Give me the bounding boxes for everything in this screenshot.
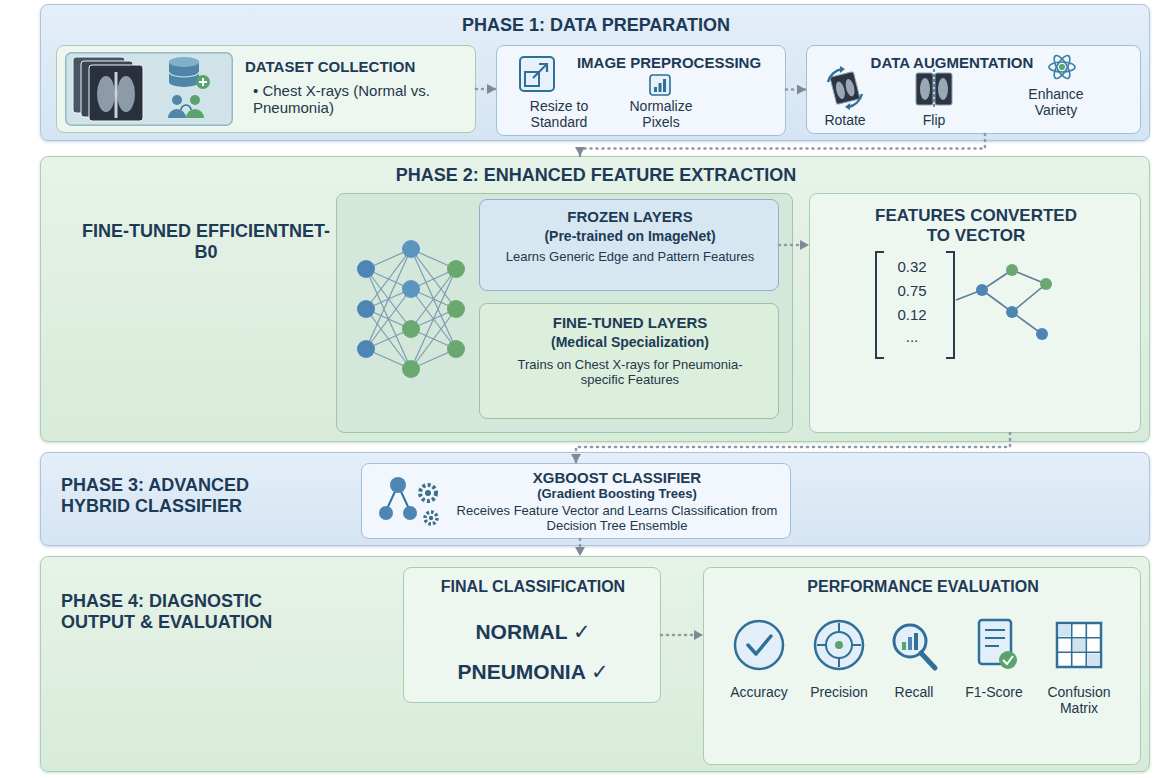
process-box: DATASET COLLECTION • Chest X-rays (Normal… (56, 45, 476, 133)
box-text: ... (882, 328, 942, 345)
connector-arrow (779, 244, 809, 247)
phase-band: PHASE 4: DIAGNOSTIC OUTPUT & EVALUATION F… (40, 556, 1150, 772)
atom-icon (1047, 52, 1077, 82)
box-text: 0.12 (882, 306, 942, 323)
process-box: IMAGE PREPROCESSING Resize to StandardNor… (496, 45, 786, 136)
box-text: Resize to Standard (503, 98, 615, 130)
box-text: Learns Generic Edge and Pattern Features (490, 250, 770, 265)
box-heading: DATASET COLLECTION (245, 58, 467, 75)
box-heading: IMAGE PREPROCESSING (563, 54, 775, 71)
box-heading: PERFORMANCE EVALUATION (714, 578, 1132, 596)
phase-band: PHASE 3: ADVANCED HYBRID CLASSIFIER XGBO… (40, 452, 1150, 546)
box-text: Accuracy (717, 684, 801, 700)
connector-arrow (580, 134, 985, 156)
normalize-icon (649, 74, 671, 96)
dataset-illustration (65, 52, 233, 126)
box-heading: PHASE 4: DIAGNOSTIC OUTPUT & EVALUATION (61, 591, 301, 632)
box-text: F1-Score (952, 684, 1036, 700)
box-text: NORMAL ✓ (412, 620, 654, 644)
connector-arrow (786, 88, 806, 91)
box-text: FINE-TUNED EFFICIENTNET-B0 (81, 221, 331, 262)
box-text: 0.75 (882, 282, 942, 299)
box-heading: FINAL CLASSIFICATION (412, 578, 654, 596)
feature-vector-box: FEATURES CONVERTED TO VECTOR 0.32 0.75 0.12… (809, 193, 1141, 433)
resize-icon (519, 56, 555, 92)
box-text: Normalize Pixels (615, 98, 707, 130)
flip-icon (913, 68, 955, 110)
box-text: Enhance Variety (1011, 86, 1101, 118)
box-heading: DATA AUGMENTATION (862, 54, 1042, 71)
box-heading: XGBOOST CLASSIFIER (454, 469, 780, 486)
neural-network-icon (351, 219, 471, 399)
box-text: 0.32 (882, 258, 942, 275)
box-text: Recall (872, 684, 956, 700)
box-heading: FEATURES CONVERTED TO VECTOR (866, 206, 1086, 245)
box-text: (Pre-trained on ImageNet) (490, 228, 770, 244)
connector-arrow (576, 433, 1010, 463)
metric-icons (713, 614, 1133, 676)
phase-band: PHASE 1: DATA PREPARATION DATASET COLLEC… (40, 4, 1150, 141)
box-heading: PHASE 1: DATA PREPARATION (41, 15, 1151, 36)
box-text: Receives Feature Vector and Learns Class… (454, 504, 780, 534)
connector-arrow (476, 88, 496, 91)
box-heading: FROZEN LAYERS (490, 208, 770, 225)
box-text: Trains on Chest X-rays for Pneumonia-spe… (500, 358, 760, 388)
rotate-icon (823, 66, 867, 110)
box-heading: PHASE 2: ENHANCED FEATURE EXTRACTION (41, 165, 1151, 186)
classifier-box: XGBOOST CLASSIFIER(Gradient Boosting Tre… (361, 463, 791, 539)
box-text: (Medical Specialization) (490, 334, 770, 350)
box-text: Rotate (807, 112, 883, 128)
layer-box: FROZEN LAYERS (Pre-trained on ImageNet) Le… (479, 199, 779, 291)
box-text: PNEUMONIA ✓ (412, 660, 654, 684)
box-text: (Gradient Boosting Trees) (454, 487, 780, 502)
tree-ensemble-icon (376, 473, 444, 531)
connector-arrow (661, 634, 703, 637)
box-heading: FINE-TUNED LAYERS (490, 314, 770, 331)
box-text: Confusion Matrix (1037, 684, 1121, 716)
metrics-box: PERFORMANCE EVALUATION AccuracyPrecisionR… (703, 567, 1141, 765)
layer-box: FINE-TUNED LAYERS (Medical Specialization… (479, 303, 779, 419)
box-text: • Chest X-rays (Normal vs. Pneumonia) (253, 82, 438, 117)
output-box: FINAL CLASSIFICATION NORMAL ✓ PNEUMONIA ✓ (403, 567, 661, 703)
phase-band: PHASE 2: ENHANCED FEATURE EXTRACTION FINE… (40, 156, 1150, 442)
box-text: Precision (797, 684, 881, 700)
connector-arrow (579, 539, 582, 556)
box-text: Flip (896, 112, 972, 128)
process-box: DATA AUGMENTATION Rotate Flip Enhance Varie… (806, 45, 1141, 134)
box-heading: PHASE 3: ADVANCED HYBRID CLASSIFIER (61, 475, 311, 516)
